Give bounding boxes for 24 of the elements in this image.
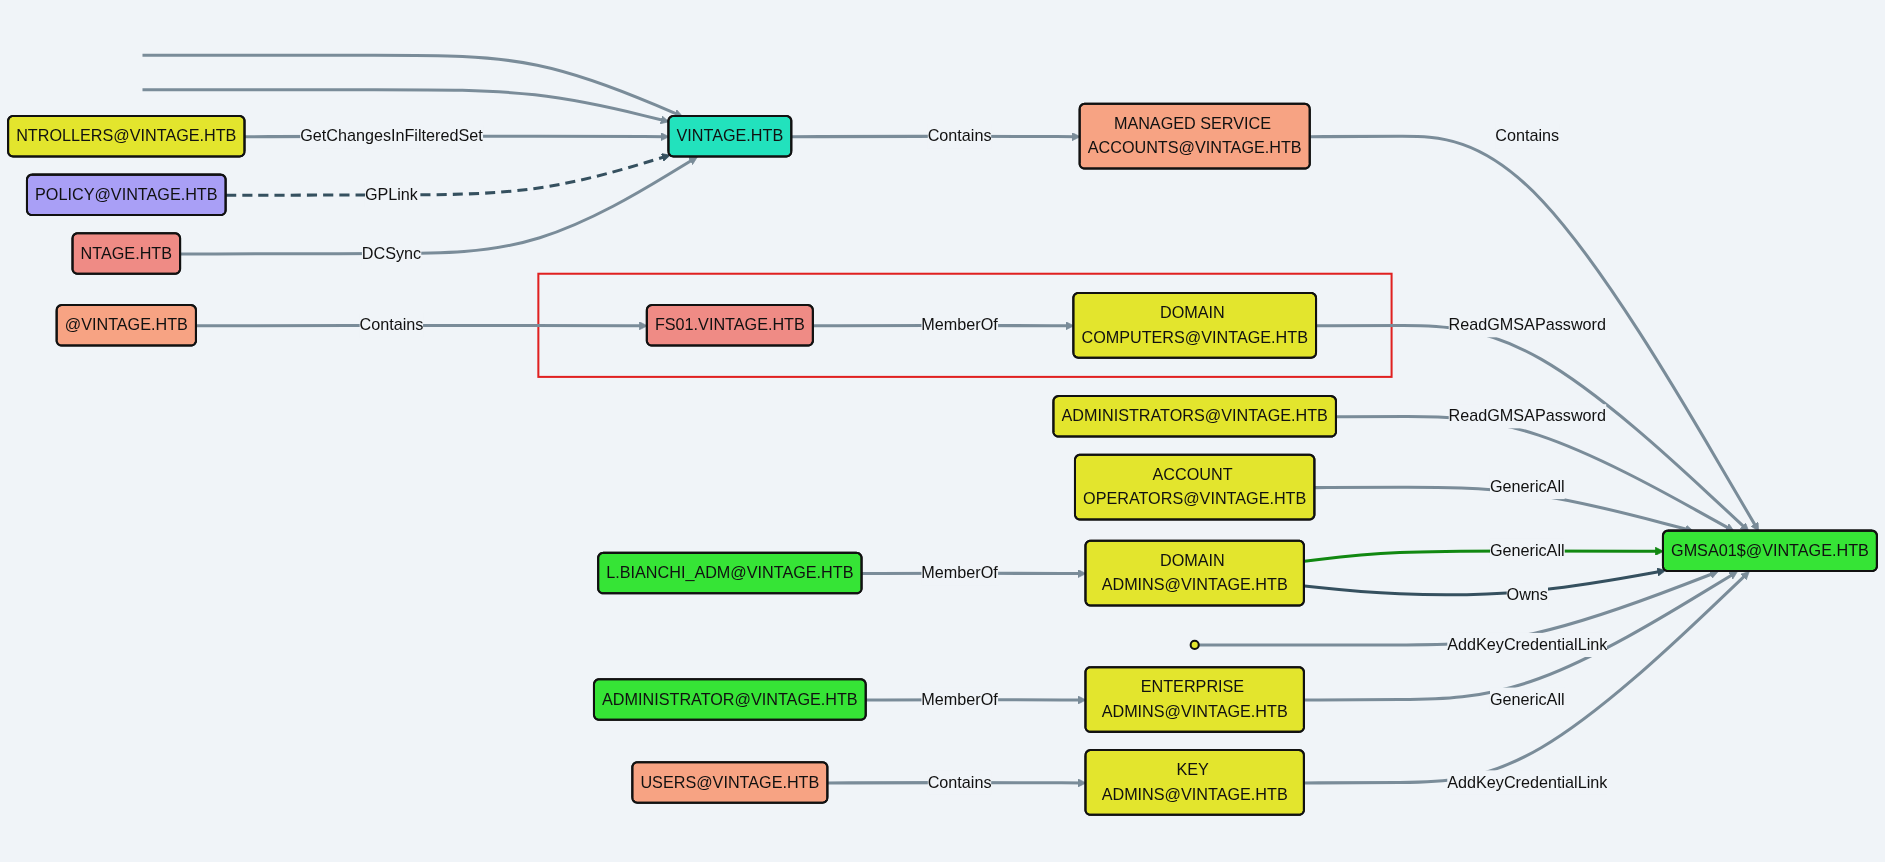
edge-label: GetChangesInFilteredSet xyxy=(300,127,483,145)
edge-label: GPLink xyxy=(364,185,418,203)
edge-label: Contains xyxy=(359,316,424,334)
edge-label: ReadGMSAPassword xyxy=(1448,316,1606,334)
edge-label: AddKeyCredentialLink xyxy=(1447,773,1608,791)
node-circle xyxy=(1189,639,1200,650)
edge-label: DCSync xyxy=(361,244,422,262)
edge-label: GenericAll xyxy=(1489,690,1565,708)
edge-label: GenericAll xyxy=(1489,478,1565,496)
edge-label: Contains xyxy=(927,127,992,145)
arrow xyxy=(1304,571,1738,702)
edge-label: ReadGMSAPassword xyxy=(1448,407,1606,425)
edge-label: MemberOf xyxy=(921,316,998,334)
edge-label: GenericAll xyxy=(1489,541,1565,559)
edge-label: MemberOf xyxy=(921,690,998,708)
edge-label: MemberOf xyxy=(921,563,998,582)
edge-label: Owns xyxy=(1506,586,1548,604)
edge-label: Contains xyxy=(1495,127,1560,145)
arrow xyxy=(226,153,671,197)
arrow xyxy=(1304,571,1750,785)
arrow xyxy=(1304,567,1666,597)
edge-label: AddKeyCredentialLink xyxy=(1447,635,1608,653)
edge-label: Contains xyxy=(927,773,992,791)
arrow xyxy=(180,156,698,256)
